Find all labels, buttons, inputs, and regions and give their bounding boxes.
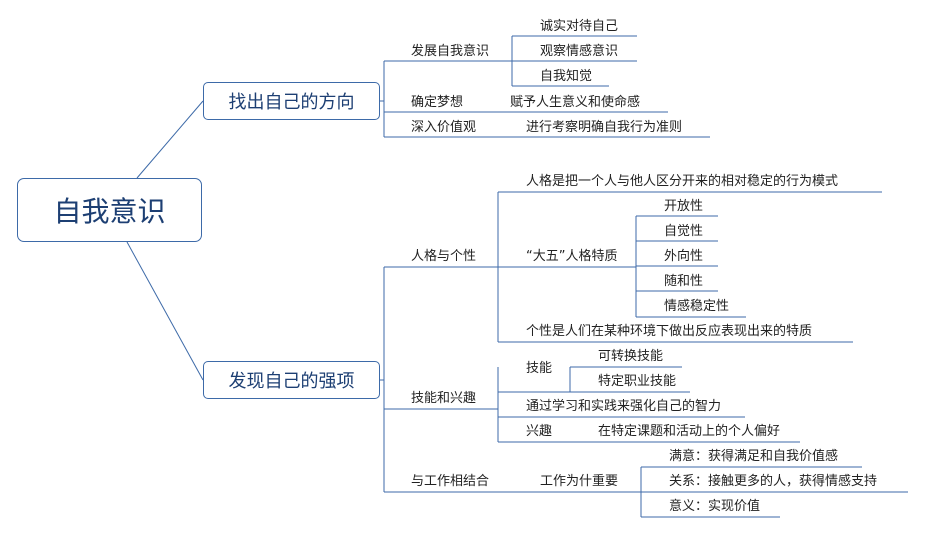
node-interest-note[interactable]: 在特定课题和活动上的个人偏好	[598, 424, 781, 439]
root-node[interactable]: 自我意识	[17, 178, 202, 242]
connector-root-direction	[136, 100, 204, 179]
connector-direction-children	[380, 61, 385, 137]
node-agreeableness[interactable]: 随和性	[664, 274, 704, 289]
node-self-perception[interactable]: 自我知觉	[540, 69, 593, 84]
topic-discover-strengths[interactable]: 发现自己的强项	[203, 361, 380, 399]
node-traits-definition[interactable]: 个性是人们在某种环境下做出反应表现出来的特质	[526, 324, 813, 339]
node-personality-definition[interactable]: 人格是把一个人与他人区分开来的相对稳定的行为模式	[526, 174, 839, 189]
node-skills-interests[interactable]: 技能和兴趣	[411, 391, 477, 406]
node-big-five[interactable]: “大五”人格特质	[526, 249, 618, 264]
node-values-note[interactable]: 进行考察明确自我行为准则	[526, 120, 683, 135]
node-personality[interactable]: 人格与个性	[411, 249, 477, 264]
node-openness[interactable]: 开放性	[664, 199, 704, 214]
node-conscientiousness[interactable]: 自觉性	[664, 224, 704, 239]
node-why-work-matters[interactable]: 工作为什重要	[540, 474, 619, 489]
node-dream-note[interactable]: 赋予人生意义和使命感	[510, 95, 641, 110]
node-interest[interactable]: 兴趣	[526, 424, 553, 439]
node-define-dream[interactable]: 确定梦想	[411, 95, 464, 110]
node-specific-skills[interactable]: 特定职业技能	[598, 374, 677, 389]
node-meaning[interactable]: 意义：实现价值	[669, 499, 761, 514]
node-satisfaction[interactable]: 满意：获得满足和自我价值感	[669, 449, 839, 464]
node-extraversion[interactable]: 外向性	[664, 249, 704, 264]
node-relationship[interactable]: 关系：接触更多的人，获得情感支持	[669, 474, 878, 489]
node-develop-self-awareness[interactable]: 发展自我意识	[411, 44, 490, 59]
node-emotional-stability[interactable]: 情感稳定性	[664, 299, 730, 314]
node-honest-self[interactable]: 诚实对待自己	[540, 19, 619, 34]
connector-root-strength	[126, 241, 204, 381]
node-combine-work[interactable]: 与工作相结合	[411, 474, 490, 489]
connector-strength-children	[380, 267, 385, 492]
node-transferable-skills[interactable]: 可转换技能	[598, 349, 664, 364]
node-deep-values[interactable]: 深入价值观	[411, 120, 477, 135]
node-learning-practice[interactable]: 通过学习和实践来强化自己的智力	[526, 399, 722, 414]
node-observe-emotion[interactable]: 观察情感意识	[540, 44, 619, 59]
topic-find-direction[interactable]: 找出自己的方向	[203, 82, 380, 120]
node-skill[interactable]: 技能	[526, 361, 553, 376]
